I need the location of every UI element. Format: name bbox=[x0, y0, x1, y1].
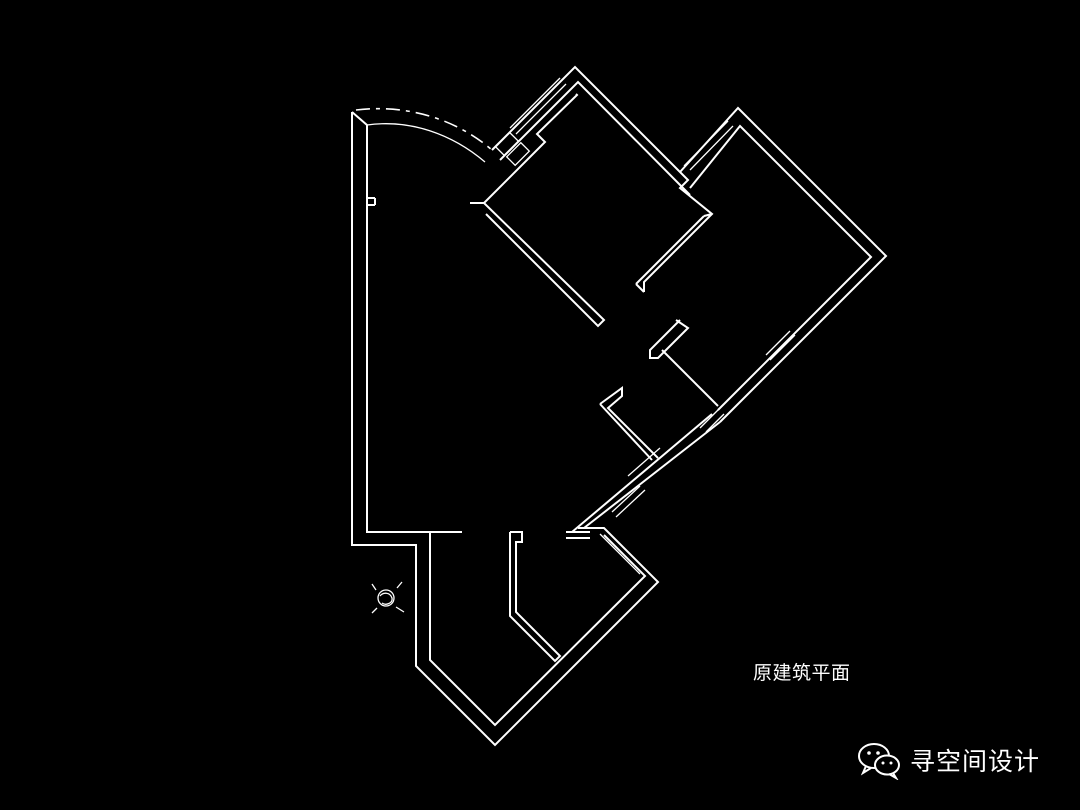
east-exterior-wall bbox=[571, 407, 725, 533]
plan-title: 原建筑平面 bbox=[753, 662, 851, 684]
west-exterior-wall bbox=[351, 111, 660, 747]
watermark-account-name: 寻空间设计 bbox=[910, 747, 1041, 776]
watermark: 寻空间设计 bbox=[856, 740, 1040, 780]
bedroom-north bbox=[470, 65, 714, 328]
bedroom-east bbox=[679, 106, 888, 423]
curved-window bbox=[355, 107, 493, 163]
bathroom-partitions bbox=[599, 319, 719, 461]
wechat-icon bbox=[858, 743, 900, 780]
south-rooms bbox=[429, 529, 647, 727]
entrance-figure-icon bbox=[371, 581, 405, 614]
